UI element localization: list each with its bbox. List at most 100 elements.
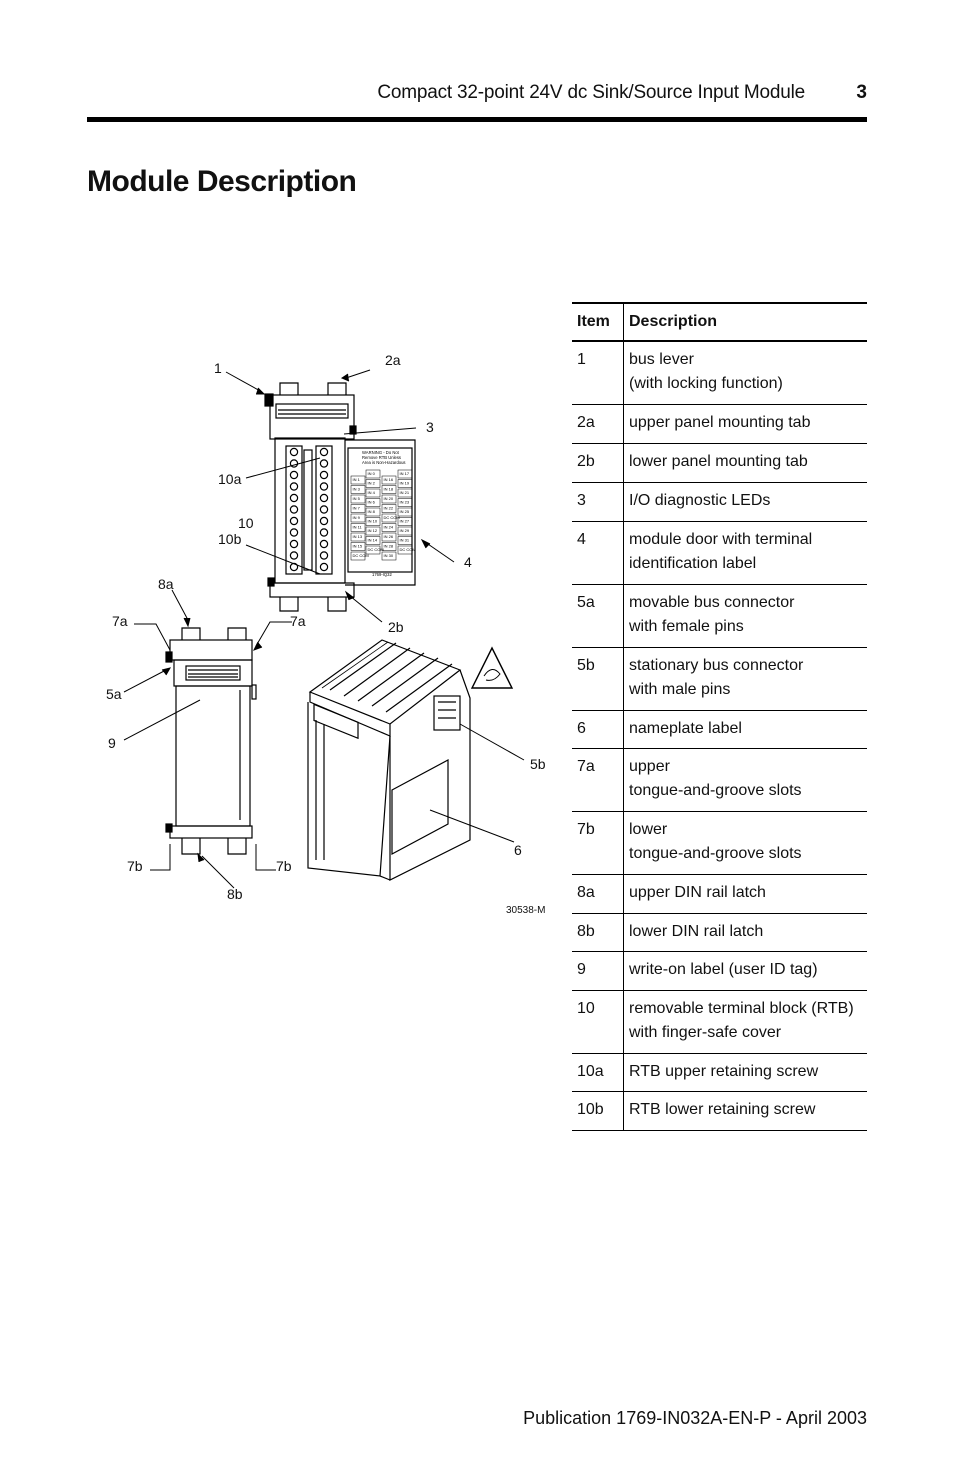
terminal-screw-icon — [319, 516, 329, 526]
item-cell: 8a — [572, 874, 624, 914]
description-line-1: I/O diagnostic LEDs — [629, 491, 771, 509]
terminal-screw-icon — [319, 459, 329, 468]
door-terminal-box — [350, 551, 366, 561]
callout-1: 1 — [214, 360, 222, 376]
description-cell: stationary bus connector with male pins — [623, 647, 867, 711]
callout-7a-left: 7a — [112, 613, 128, 629]
door-terminal-label: IN 0 — [368, 471, 376, 476]
item-cell: 2b — [572, 443, 624, 483]
side-view-drawing — [165, 627, 257, 855]
door-terminal-label: IN 10 — [368, 519, 378, 524]
door-terminal-label: DC COM — [353, 553, 369, 558]
door-terminal-box — [350, 485, 366, 494]
description-line-2: tongue-and-groove slots — [629, 781, 802, 799]
description-line-1: upper DIN rail latch — [629, 883, 766, 901]
door-terminal-label: DC COM — [400, 547, 416, 552]
description-line-1: nameplate label — [629, 719, 742, 737]
door-terminal-box — [397, 536, 413, 545]
terminal-screw-icon — [319, 539, 329, 549]
description-cell: bus lever(with locking function) — [623, 341, 867, 405]
terminal-screw-icon — [319, 505, 329, 514]
door-terminal-box — [381, 485, 397, 494]
callout-8b: 8b — [227, 886, 243, 902]
terminal-screw-icon — [319, 562, 329, 572]
description-line-2: with male pins — [629, 680, 731, 698]
door-warning-text-2: Remove RTB Unless — [362, 455, 401, 460]
description-line-1: upper panel mounting tab — [629, 413, 811, 431]
door-terminal-box — [350, 532, 366, 542]
door-warning-text-3: Area is Non-Hazardous — [362, 460, 406, 465]
section-title: Module Description — [87, 165, 357, 198]
description-line-1: lower panel mounting tab — [629, 452, 808, 470]
terminal-screw-icon — [319, 482, 329, 491]
table-row: 10b RTB lower retaining screw — [572, 1091, 867, 1131]
callout-7b-right: 7b — [276, 858, 292, 874]
door-terminal-box — [381, 513, 397, 523]
isometric-view-drawing — [307, 639, 514, 881]
terminal-screw-icon — [289, 516, 299, 526]
door-terminal-label: IN 25 — [400, 509, 410, 514]
table-row: 2b lower panel mounting tab — [572, 443, 867, 483]
door-terminal-label: IN 30 — [384, 553, 394, 558]
header-rule — [87, 117, 867, 122]
description-line-1: module door with terminal — [629, 530, 813, 548]
item-cell: 10 — [572, 990, 624, 1054]
description-line-2: tongue-and-groove slots — [629, 844, 802, 862]
item-cell: 10b — [572, 1091, 624, 1131]
terminal-screw-icon — [289, 470, 299, 480]
terminal-screw-icon — [289, 493, 299, 503]
description-line-1: lower DIN rail latch — [629, 922, 764, 940]
door-terminal-label: IN 24 — [384, 525, 394, 530]
door-terminal-box — [397, 517, 413, 526]
door-terminal-box — [350, 513, 366, 523]
terminal-screw-icon — [319, 528, 329, 537]
item-cell: 7b — [572, 811, 624, 875]
door-terminal-label: IN 22 — [384, 506, 394, 511]
door-terminal-box — [381, 504, 397, 513]
door-terminal-label: IN 31 — [400, 538, 410, 543]
door-warning-text: WARNING - Do Not — [362, 450, 400, 455]
door-terminal-label: IN 5 — [353, 496, 361, 501]
door-terminal-box — [365, 488, 381, 498]
description-cell: RTB upper retaining screw — [623, 1053, 867, 1092]
door-terminal-box — [397, 498, 413, 507]
description-line-2: (with locking function) — [629, 375, 783, 392]
terminal-screw-icon — [289, 539, 299, 549]
door-terminal-label: IN 16 — [384, 477, 394, 482]
door-terminal-label: IN 21 — [400, 490, 410, 495]
description-line-2: with female pins — [629, 617, 744, 635]
door-terminal-label: IN 4 — [368, 490, 376, 495]
terminal-screw-icon — [289, 551, 299, 560]
description-cell: nameplate label — [623, 710, 867, 749]
description-line-1: RTB lower retaining screw — [629, 1100, 816, 1118]
header-title: Compact 32-point 24V dc Sink/Source Inpu… — [377, 82, 805, 103]
door-terminal-label: DC COM — [384, 515, 400, 520]
terminal-screw-icon — [319, 551, 329, 560]
description-line-2: with finger-safe cover — [629, 1023, 782, 1041]
door-terminal-label: IN 12 — [368, 528, 378, 533]
description-line-1: write-on label (user ID tag) — [629, 960, 818, 978]
door-terminal-box — [350, 523, 366, 532]
callout-2b: 2b — [388, 619, 404, 635]
door-terminal-box — [381, 475, 397, 485]
callout-7b-left: 7b — [127, 858, 143, 874]
module-drawing: WARNING - Do Not Remove RTB Unless Area … — [123, 369, 525, 889]
description-cell: upper DIN rail latch — [623, 874, 867, 914]
callout-5b: 5b — [530, 756, 546, 772]
door-terminal-label: IN 6 — [368, 500, 376, 505]
door-terminal-label: IN 20 — [384, 496, 394, 501]
description-line-1: stationary bus connector — [629, 656, 804, 674]
description-line-1: removable terminal block (RTB) — [629, 999, 854, 1017]
door-terminal-box — [350, 494, 366, 504]
door-terminal-box — [397, 469, 413, 479]
